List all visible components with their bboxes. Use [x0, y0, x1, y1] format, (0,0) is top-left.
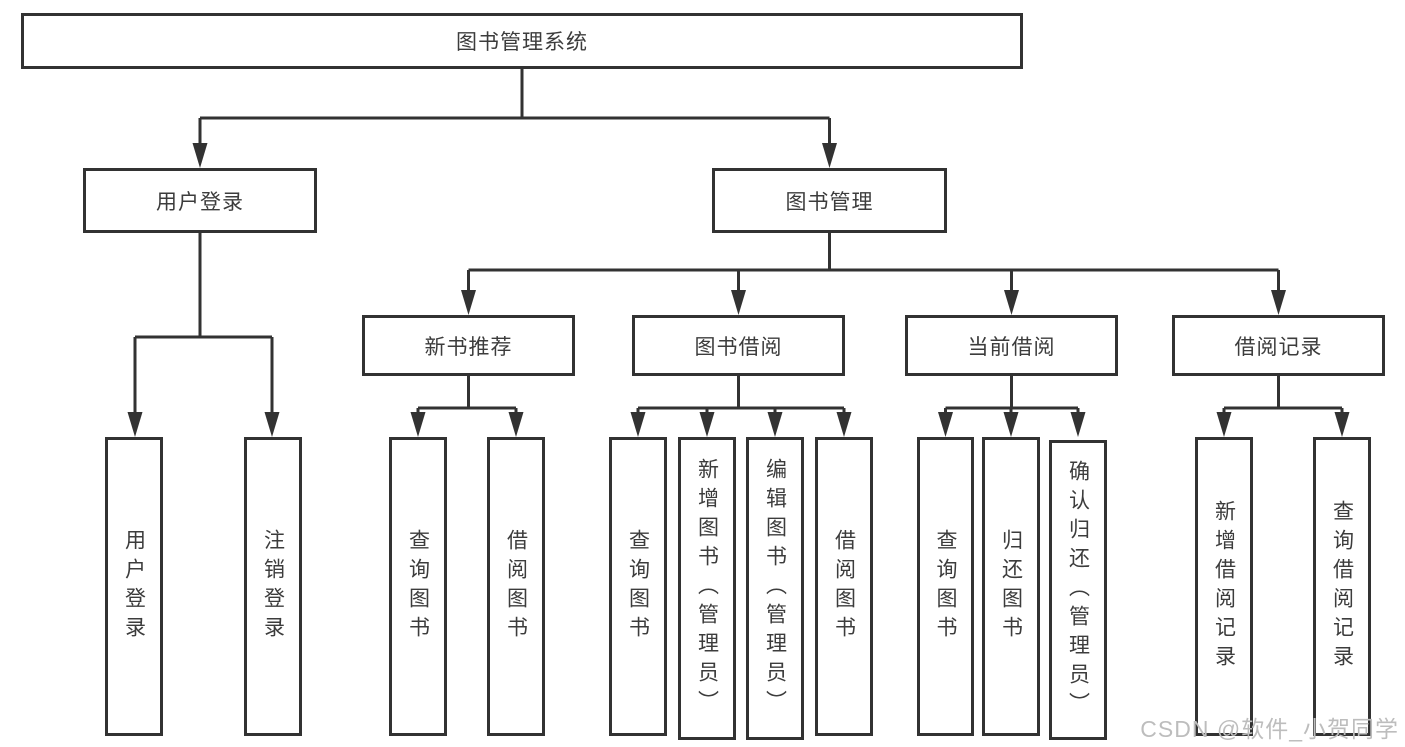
leaf-borrow-books-recommend-label: 借阅图书	[504, 528, 528, 645]
leaf-query-books-current: 查询图书	[917, 437, 974, 736]
leaf-borrow-books-borrow: 借阅图书	[815, 437, 873, 736]
node-user-login-label: 用户登录	[156, 190, 244, 214]
leaf-query-books-borrow: 查询图书	[609, 437, 667, 736]
leaf-confirm-return-admin: 确认归还（管理员）	[1049, 440, 1107, 740]
leaf-query-borrow-record-label: 查询借阅记录	[1330, 499, 1354, 674]
leaf-edit-book-admin: 编辑图书（管理员）	[746, 437, 804, 740]
node-new-book-recommend: 新书推荐	[362, 315, 575, 376]
node-book-management-label: 图书管理	[785, 190, 874, 214]
node-book-management: 图书管理	[712, 168, 947, 233]
node-book-borrow-label: 图书借阅	[694, 335, 783, 359]
leaf-borrow-books-borrow-label: 借阅图书	[832, 528, 856, 645]
node-root: 图书管理系统	[21, 13, 1023, 69]
leaf-user-login-label: 用户登录	[122, 528, 146, 645]
watermark: CSDN @软件_小贺同学	[1140, 716, 1399, 742]
node-borrow-records-label: 借阅记录	[1234, 335, 1323, 359]
leaf-add-book-admin-label: 新增图书（管理员）	[695, 458, 719, 719]
leaf-logout: 注销登录	[244, 437, 302, 736]
node-borrow-records: 借阅记录	[1172, 315, 1385, 376]
leaf-add-borrow-record-label: 新增借阅记录	[1212, 499, 1236, 674]
node-current-borrow-label: 当前借阅	[967, 335, 1056, 359]
leaf-query-books-recommend-label: 查询图书	[406, 528, 430, 645]
leaf-query-books-borrow-label: 查询图书	[626, 528, 650, 645]
leaf-return-book-label: 归还图书	[999, 528, 1023, 645]
node-current-borrow: 当前借阅	[905, 315, 1118, 376]
leaf-query-books-current-label: 查询图书	[934, 528, 957, 645]
leaf-logout-label: 注销登录	[261, 528, 285, 645]
leaf-add-book-admin: 新增图书（管理员）	[678, 437, 736, 740]
node-new-book-recommend-label: 新书推荐	[424, 335, 513, 359]
leaf-add-borrow-record: 新增借阅记录	[1195, 437, 1253, 736]
node-user-login: 用户登录	[83, 168, 317, 233]
leaf-user-login: 用户登录	[105, 437, 163, 736]
leaf-confirm-return-admin-label: 确认归还（管理员）	[1066, 459, 1090, 721]
leaf-borrow-books-recommend: 借阅图书	[487, 437, 545, 736]
leaf-query-borrow-record: 查询借阅记录	[1313, 437, 1371, 736]
node-root-label: 图书管理系统	[456, 31, 588, 54]
leaf-return-book: 归还图书	[982, 437, 1040, 736]
node-book-borrow: 图书借阅	[632, 315, 845, 376]
leaf-edit-book-admin-label: 编辑图书（管理员）	[763, 458, 787, 719]
leaf-query-books-recommend: 查询图书	[389, 437, 447, 736]
